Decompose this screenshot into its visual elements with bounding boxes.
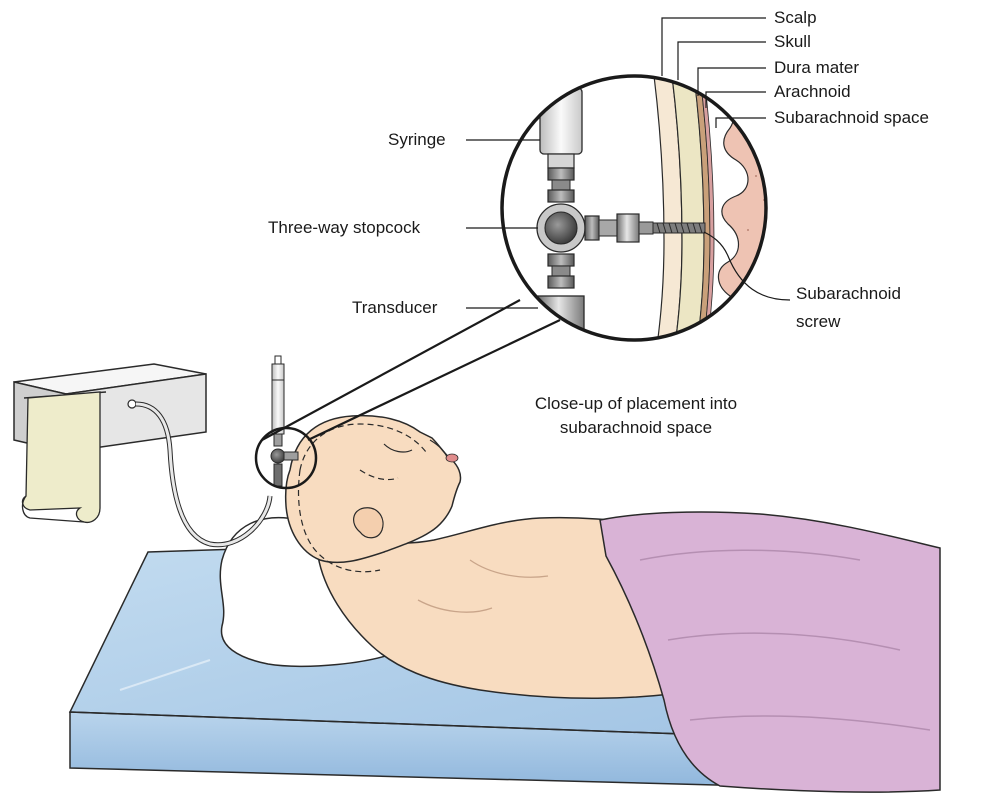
caption-line-1: Close-up of placement into [486, 392, 786, 416]
label-syringe: Syringe [388, 130, 446, 150]
label-scalp: Scalp [774, 8, 817, 28]
label-skull: Skull [774, 32, 811, 52]
caption-line-2: subarachnoid space [486, 416, 786, 440]
label-dura-mater: Dura mater [774, 58, 859, 78]
label-subarachnoid-screw-1: Subarachnoid [796, 284, 901, 304]
label-arachnoid: Arachnoid [774, 82, 851, 102]
label-subarachnoid-space: Subarachnoid space [774, 108, 929, 128]
recording-paper [23, 392, 100, 522]
caption: Close-up of placement into subarachnoid … [486, 392, 786, 440]
label-three-way-stopcock: Three-way stopcock [268, 218, 420, 238]
label-transducer: Transducer [352, 298, 437, 318]
label-subarachnoid-screw-2: screw [796, 312, 840, 332]
